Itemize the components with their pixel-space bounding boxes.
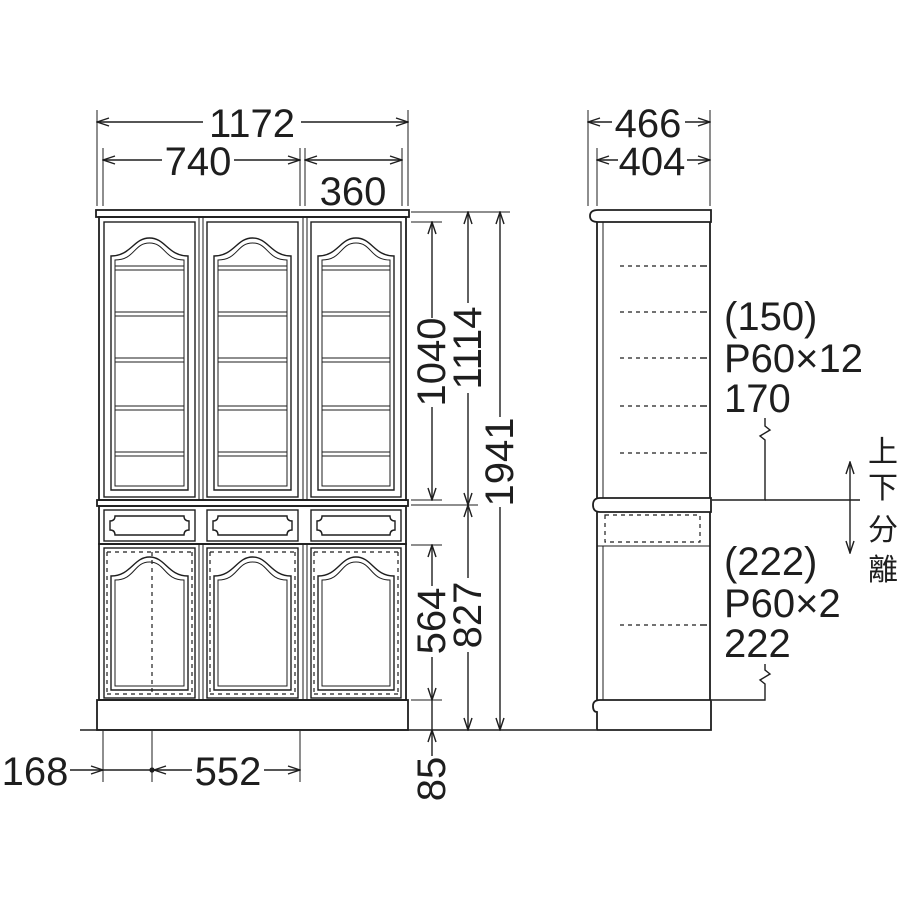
upper-unit-height-label: 1114 [446,306,490,389]
upper-glass-panel-inner-3 [321,242,391,487]
upper-glass-door-2 [206,221,299,498]
upper-glass-panel-inner-2 [217,242,288,487]
lower-shelf-leader [712,664,772,701]
front-lower-body [98,543,407,701]
plinth-height-label: 85 [410,757,454,802]
side-drawer-hidden-outline [604,514,701,543]
lower-unit-height-label: 827 [446,582,490,649]
front-bottom-dimensions: 168 552 [2,731,300,794]
side-view [589,209,712,731]
lower-door-panel-inner-2 [217,561,288,687]
body-depth-label: 404 [619,140,686,184]
separation-note-char: 分 [868,513,898,548]
upper-glass-panel-3 [317,237,395,491]
front-view [95,209,410,731]
lower-door-2 [206,547,299,699]
upper-glass-door-1 [103,221,196,498]
lower-door-panel-inner-3 [321,561,391,687]
upper-door-height-label: 1040 [410,318,454,407]
overall-height-label: 1941 [478,418,522,507]
upper-glass-panel-2 [213,237,292,491]
upper-shelf-leader [712,418,772,501]
drawer-panel-2 [212,515,293,536]
lower-door-panel-3 [317,556,395,691]
left-section-width-label: 740 [165,140,232,184]
side-crown [589,209,712,223]
lower-door-panel-2 [213,556,292,691]
separation-note-char: 上 [868,435,898,470]
front-drawer-band [98,505,407,545]
side-plinth [592,699,712,731]
right-section-width-label: 360 [320,170,387,214]
partition-offset-label: 168 [2,750,69,794]
dimension-dot [149,767,155,773]
separation-note-char: 下 [868,471,898,506]
lower-door-panel-1 [110,556,189,691]
side-shelf-lines [620,265,707,626]
drawer-front-1 [103,509,196,542]
front-plinth [96,699,409,731]
lower-shelf-bottom-clearance: 222 [724,622,791,666]
inner-width-label: 552 [195,750,262,794]
drawer-front-2 [206,509,299,542]
lower-door-panel-inner-1 [114,561,185,687]
side-shelf-notes: (150) P60×12 170 (222) P60×2 222 上 下 分 離 [712,295,898,701]
front-top-dimensions: 1172 740 360 [97,102,408,214]
lower-door-height-label: 564 [410,588,454,655]
lower-shelf-pitch: P60×2 [724,582,841,626]
front-doors-and-drawers [103,221,402,699]
side-top-dimensions: 466 404 [588,102,710,206]
drawer-front-3 [310,509,402,542]
side-middle-molding [592,497,712,513]
lower-door-3 [310,547,402,699]
overall-depth-label: 466 [615,102,682,146]
drawer-panel-3 [316,515,396,536]
upper-shelf-bottom-clearance: 170 [724,377,791,421]
front-vertical-dimensions: 1040 1114 1941 564 827 85 [410,212,522,801]
upper-shelf-pitch: P60×12 [724,337,863,381]
upper-glass-panel-inner-1 [114,242,185,487]
upper-shelf-top-clearance: (150) [724,295,817,339]
overall-width-label: 1172 [209,102,295,146]
lower-door-1 [103,547,196,699]
upper-glass-panel-1 [110,237,189,491]
upper-glass-door-3 [310,221,402,498]
separation-note-char: 離 [868,553,898,588]
drawer-panel-1 [109,515,190,536]
lower-shelf-top-clearance: (222) [724,540,817,584]
